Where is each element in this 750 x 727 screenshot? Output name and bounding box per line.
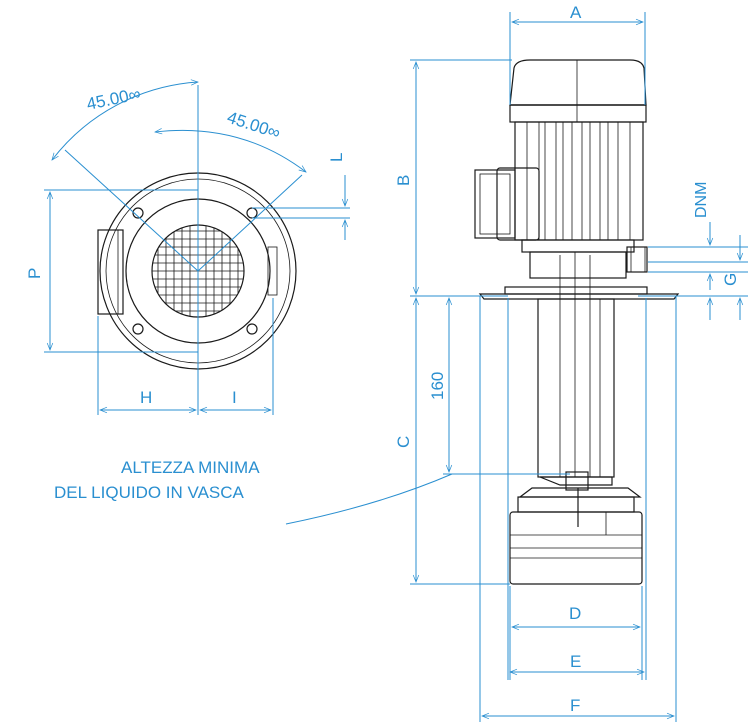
label-angle-outer: 45.00∞ [85, 84, 142, 114]
terminal-box [474, 169, 516, 239]
label-F: F [570, 696, 580, 715]
motor-body [514, 121, 644, 241]
bolt-hole [246, 323, 258, 335]
note-line-2: DEL LIQUIDO IN VASCA [54, 483, 245, 502]
label-angle-inner: 45.00∞ [225, 108, 283, 143]
note-line-1: ALTEZZA MINIMA [121, 458, 260, 477]
bolt-hole [132, 207, 144, 219]
label-P: P [25, 268, 44, 279]
label-G: G [721, 273, 740, 286]
label-C: C [394, 436, 413, 448]
bolt-hole [132, 323, 144, 335]
label-DNM: DNM [693, 182, 710, 218]
side-view [285, 12, 748, 722]
bolt-hole [246, 207, 258, 219]
label-L: L [327, 153, 346, 162]
label-B: B [394, 175, 413, 186]
pump-column [537, 298, 615, 478]
label-160: 160 [428, 372, 447, 400]
outlet [626, 246, 648, 273]
label-A: A [570, 3, 582, 22]
label-I: I [232, 388, 237, 407]
label-E: E [570, 652, 581, 671]
label-D: D [569, 604, 581, 623]
top-view [44, 79, 350, 415]
motor-cap [509, 59, 647, 106]
label-H: H [140, 388, 152, 407]
